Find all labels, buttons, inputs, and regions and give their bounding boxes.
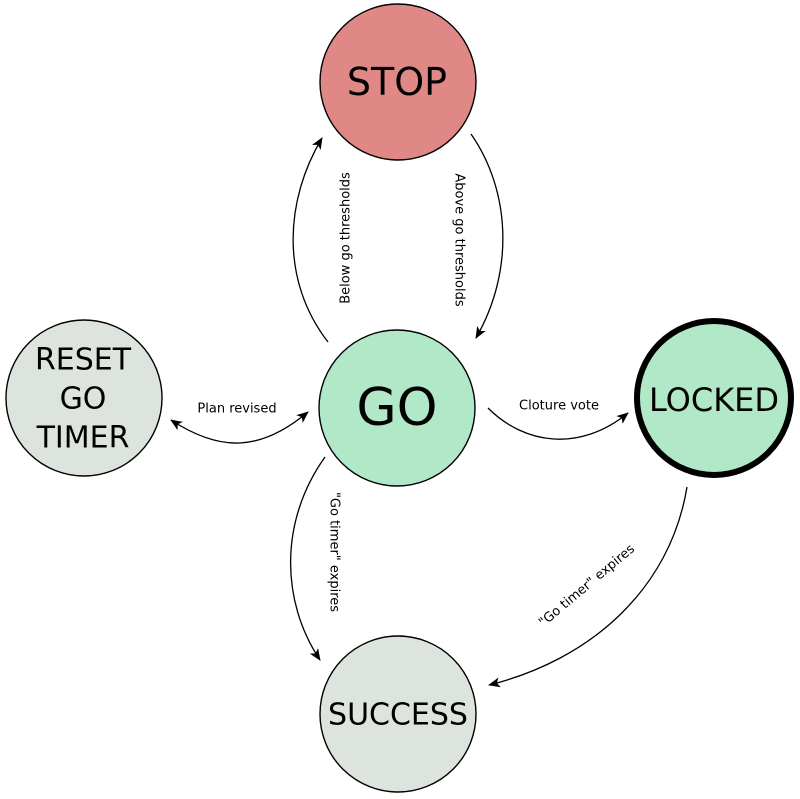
node-reset-label-line-3: TIMER <box>36 421 130 456</box>
node-success: SUCCESS <box>319 635 477 793</box>
node-reset-label-line-1: RESET <box>35 343 132 378</box>
edge-go-reset <box>170 411 309 444</box>
edge-label-below-go-thresholds: Below go thresholds <box>339 172 354 304</box>
node-stop: STOP <box>319 3 477 161</box>
edge-label-plan-revised: Plan revised <box>197 402 276 417</box>
node-stop-label: STOP <box>347 60 447 104</box>
node-locked-label: LOCKED <box>649 381 779 419</box>
edge-stop-to-go <box>470 133 504 339</box>
node-reset-go-timer: RESET GO TIMER <box>5 319 163 477</box>
node-locked-circle <box>634 318 794 478</box>
edge-go-to-locked <box>487 407 629 440</box>
node-success-label: SUCCESS <box>328 698 468 733</box>
node-reset-circle <box>5 319 163 477</box>
node-stop-circle <box>319 3 477 161</box>
node-success-circle <box>319 635 477 793</box>
node-go-label: GO <box>356 378 437 438</box>
node-go: GO <box>318 329 476 487</box>
edge-locked-to-success <box>488 486 688 688</box>
node-locked: LOCKED <box>634 318 794 478</box>
node-reset-label-line-2: GO <box>60 382 107 417</box>
edge-go-to-stop <box>292 137 329 343</box>
edge-label-go-timer-expires-from-go: "Go timer" expires <box>327 492 342 612</box>
edge-go-to-success <box>289 456 326 661</box>
edge-label-go-timer-expires-from-locked: "Go timer" expires <box>536 542 638 631</box>
edge-label-above-go-thresholds: Above go thresholds <box>452 173 467 306</box>
edge-label-cloture-vote: Cloture vote <box>519 399 599 414</box>
node-go-circle <box>318 329 476 487</box>
